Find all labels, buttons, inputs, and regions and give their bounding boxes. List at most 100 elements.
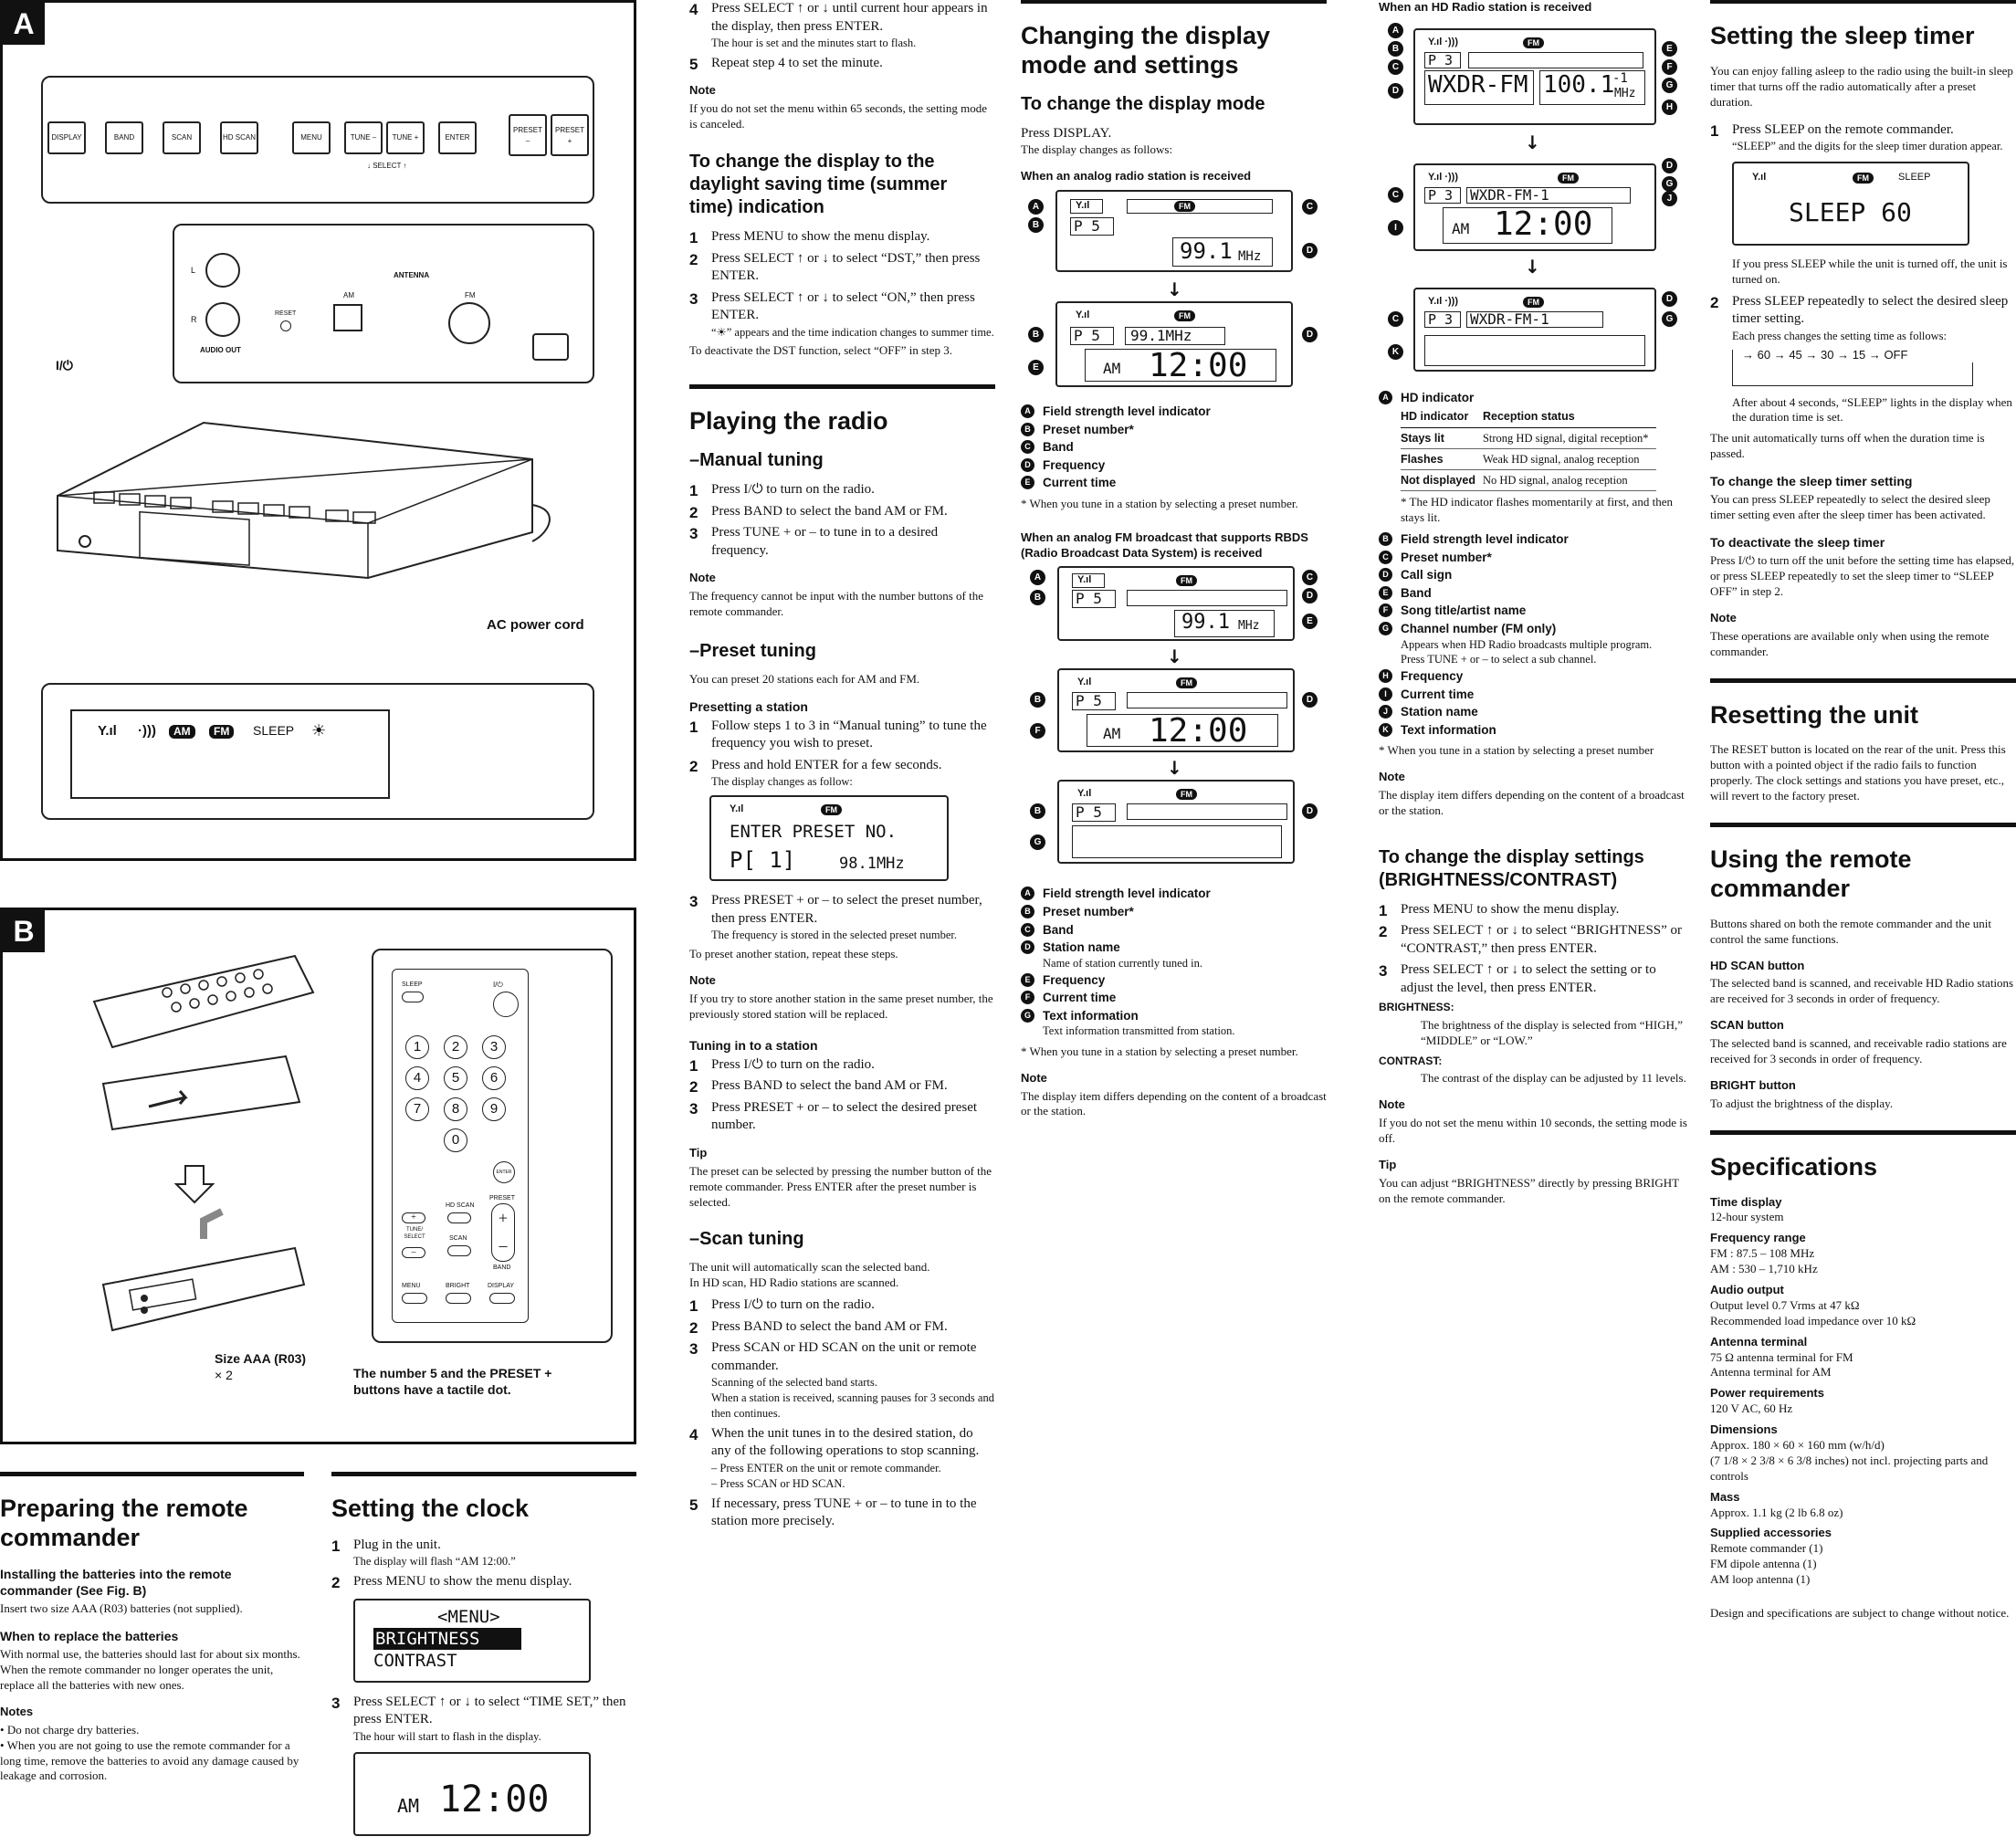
remote-power-label: I/⏻ xyxy=(493,981,503,989)
preset-note: If you try to store another station in t… xyxy=(689,991,993,1021)
sleep-lcd: Y.ıl FM SLEEP SLEEP 60 xyxy=(1732,161,1969,246)
remote-scan-label: SCAN xyxy=(449,1235,467,1242)
remote-enter-button[interactable]: ENTER xyxy=(493,1161,515,1183)
band-fm-indicator: FM xyxy=(1174,310,1195,321)
spec-label: Dimensions xyxy=(1710,1422,1778,1437)
manual-tuning-title: –Manual tuning xyxy=(689,450,824,471)
col4-note2: If you do not set the menu within 10 sec… xyxy=(1379,1116,1687,1145)
am-terminal[interactable] xyxy=(333,304,362,331)
tune-plus-button[interactable]: TUNE + xyxy=(386,121,425,154)
reset-label: RESET xyxy=(275,310,297,317)
preset-note-head: Note xyxy=(689,973,716,988)
signal-icon: Y.ıl xyxy=(1076,310,1090,320)
clock-am: AM xyxy=(1452,219,1470,237)
col5-note-head: Note xyxy=(1710,610,1737,624)
remote-scan-button[interactable] xyxy=(447,1245,471,1256)
remote-key-5[interactable]: 5 xyxy=(444,1066,467,1090)
hd-lcd-1: Y.ıl ·))) FM P 3 WXDR-FM 100.1 -1 MHz xyxy=(1413,27,1656,125)
audio-l-jack[interactable] xyxy=(205,253,240,288)
menu-button[interactable]: MENU xyxy=(292,121,331,154)
signal-icon: Y.ıl xyxy=(1077,677,1092,688)
spec-value: Approx. 180 × 60 × 160 mm (w/h/d) xyxy=(1710,1438,1885,1452)
remote-hd-scan-label: HD SCAN xyxy=(446,1202,475,1209)
scan-button[interactable]: SCAN xyxy=(163,121,201,154)
display-mode-title: Changing the display mode and settings xyxy=(1021,22,1271,79)
hd-footnote: * The HD indicator flashes momentarily a… xyxy=(1401,495,1673,525)
remote-key-2[interactable]: 2 xyxy=(444,1035,467,1059)
remote-menu-button[interactable] xyxy=(402,1293,427,1304)
hdscan-head: HD SCAN button xyxy=(1710,958,1805,972)
hd-scan-button[interactable]: HD SCAN xyxy=(220,121,258,154)
reset-button[interactable] xyxy=(280,320,291,331)
remote-key-8[interactable]: 8 xyxy=(444,1097,467,1121)
remote-preset-label: PRESET xyxy=(489,1195,516,1202)
col4-note-head: Note xyxy=(1379,770,1405,784)
remote-tune-select-label: TUNE/ SELECT xyxy=(404,1227,425,1240)
menu-lcd-line-2: BRIGHTNESS xyxy=(373,1627,522,1651)
sleep-off-text: If you press SLEEP while the unit is tur… xyxy=(1732,256,2008,286)
remote-sleep-button[interactable] xyxy=(402,992,424,1002)
callout-b: B xyxy=(1030,692,1045,708)
remote-tune-plus-button[interactable]: + xyxy=(402,1212,425,1223)
preset-plus-button[interactable]: PRESET + xyxy=(551,114,589,156)
callout-k: K xyxy=(1388,343,1403,360)
remote-key-9[interactable]: 9 xyxy=(482,1097,506,1121)
tune-minus-button[interactable]: TUNE – xyxy=(344,121,383,154)
remote-key-3[interactable]: 3 xyxy=(482,1035,506,1059)
preset-number: P 5 xyxy=(1074,327,1100,344)
enter-button[interactable]: ENTER xyxy=(438,121,477,154)
hd-lcd-group-2: Y.ıl ·))) FM P 3 WXDR-FM-1 AM 12:00 C I … xyxy=(1379,157,1689,255)
rbds-lcd-group-3: Y.ıl FM P 5 B D G xyxy=(1021,780,1327,867)
display-button[interactable]: DISPLAY xyxy=(47,121,86,154)
fm-terminal[interactable] xyxy=(448,302,490,344)
manual-note-head: Note xyxy=(689,571,716,585)
remote-hd-scan-button[interactable] xyxy=(447,1212,471,1223)
remote-key-4[interactable]: 4 xyxy=(405,1066,429,1090)
band-button[interactable]: BAND xyxy=(105,121,143,154)
remote-key-0[interactable]: 0 xyxy=(444,1128,467,1152)
callout-j: J xyxy=(1662,190,1677,206)
remote-tune-minus-button[interactable]: – xyxy=(402,1247,425,1258)
remote-intro: Buttons shared on both the remote comman… xyxy=(1710,916,1991,946)
preset-minus-button[interactable]: PRESET – xyxy=(509,114,547,156)
analog-head: When an analog radio station is received xyxy=(1021,169,1252,184)
callout-d: D xyxy=(1388,82,1403,99)
remote-bright-button[interactable] xyxy=(446,1293,471,1304)
remote-power-button[interactable] xyxy=(493,992,519,1017)
band-fm-indicator: FM xyxy=(1523,37,1544,48)
preset-number: P 3 xyxy=(1428,186,1454,204)
audio-r-jack[interactable] xyxy=(205,302,240,337)
spec-value: Remote commander (1) xyxy=(1710,1541,1823,1556)
clock-title: Setting the clock xyxy=(331,1495,530,1522)
callout-c: C xyxy=(1388,58,1403,75)
signal-icon: Y.ıl xyxy=(1077,574,1092,586)
spec-title: Specifications xyxy=(1710,1152,1878,1181)
remote-preset-rocker[interactable]: +– xyxy=(491,1203,515,1262)
callout-b: B xyxy=(1388,40,1403,57)
frequency-unit: MHz xyxy=(1238,249,1262,264)
remote-key-7[interactable]: 7 xyxy=(405,1097,429,1121)
remote-key-6[interactable]: 6 xyxy=(482,1066,506,1090)
spec-label: Frequency range xyxy=(1710,1231,1806,1245)
frequency-unit: MHz xyxy=(1238,619,1260,634)
scan-tuning-title: –Scan tuning xyxy=(689,1229,804,1250)
rbds-lcd-2: Y.ıl FM P 5 AM 12:00 xyxy=(1057,668,1295,753)
remote-display-button[interactable] xyxy=(489,1293,515,1304)
remote-display-label: DISPLAY xyxy=(488,1283,515,1289)
remote-key-1[interactable]: 1 xyxy=(405,1035,429,1059)
clock-time: 12:00 xyxy=(1494,205,1593,243)
preset-repeat: To preset another station, repeat these … xyxy=(689,947,898,961)
spec-value: FM : 87.5 – 108 MHz xyxy=(1710,1246,1815,1261)
